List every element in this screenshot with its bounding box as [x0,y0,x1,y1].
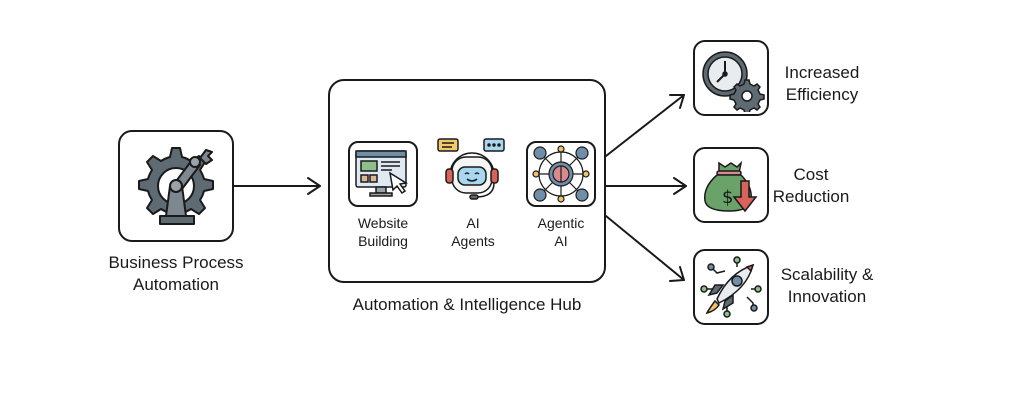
robot-headset-chat-icon [437,138,505,200]
money-bag-down-arrow-icon: $ [704,160,758,213]
arrow-hub-to-efficiency [605,94,685,157]
arrow-source-to-hub [232,177,321,195]
arrow-hub-to-scalability [605,215,685,282]
outcome-node-cost-reduction: $ [693,147,769,223]
clock-gear-icon [702,51,765,112]
hub-item-label-agentic-ai: Agentic AI [537,215,585,249]
hub-container: Website Building AI Agents [328,79,606,283]
hub-item-label-website-building: Website Building [357,215,409,249]
rocket-network-icon [700,256,762,318]
svg-text:$: $ [722,187,733,208]
hub-item-website-building [348,141,418,207]
outcome-node-increased-efficiency [693,40,769,116]
arrow-hub-to-cost [605,177,687,195]
brain-network-icon [532,145,590,203]
source-node-business-process-automation [118,130,234,242]
outcome-label-cost-reduction: Cost Reduction [772,165,850,206]
source-label: Business Process Automation [108,253,244,294]
hub-item-agentic-ai [526,141,596,207]
outcome-label-increased-efficiency: Increased Efficiency [784,63,860,104]
website-monitor-cursor-icon [355,150,409,197]
outcome-node-scalability-innovation [693,249,769,325]
outcome-label-scalability-innovation: Scalability & Innovation [780,265,874,306]
robotic-arm-gear-icon [138,147,214,225]
hub-title: Automation & Intelligence Hub [352,295,582,314]
hub-item-label-ai-agents: AI Agents [451,215,495,249]
